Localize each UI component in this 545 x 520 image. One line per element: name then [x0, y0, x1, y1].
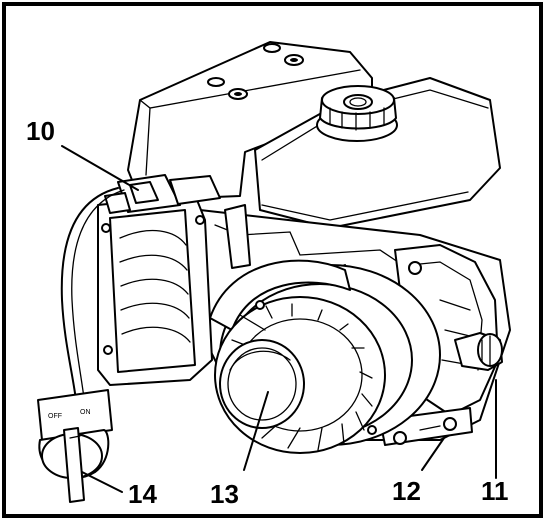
ignition-wire-outer — [71, 189, 125, 399]
leader-14 — [81, 471, 123, 493]
callout-13: 13 — [210, 479, 239, 509]
callout-14: 14 — [128, 479, 157, 509]
callout-12: 12 — [392, 476, 421, 506]
ignition-switch: OFF ON — [37, 389, 113, 503]
muffler-guard — [97, 194, 213, 386]
switch-off-label: OFF — [48, 413, 62, 420]
callout-10: 10 — [26, 116, 55, 146]
switch-on-label: ON — [80, 409, 91, 416]
starter-grip — [219, 339, 305, 429]
fuel-valve — [454, 332, 503, 371]
callout-11: 11 — [481, 476, 509, 506]
leader-13 — [243, 391, 269, 471]
leader-12 — [421, 437, 445, 471]
leader-10 — [61, 145, 139, 191]
ignition-wire — [60, 187, 119, 401]
fuel-cap — [316, 85, 398, 142]
leader-lines — [61, 145, 497, 493]
spark-plug-cap — [104, 174, 221, 214]
